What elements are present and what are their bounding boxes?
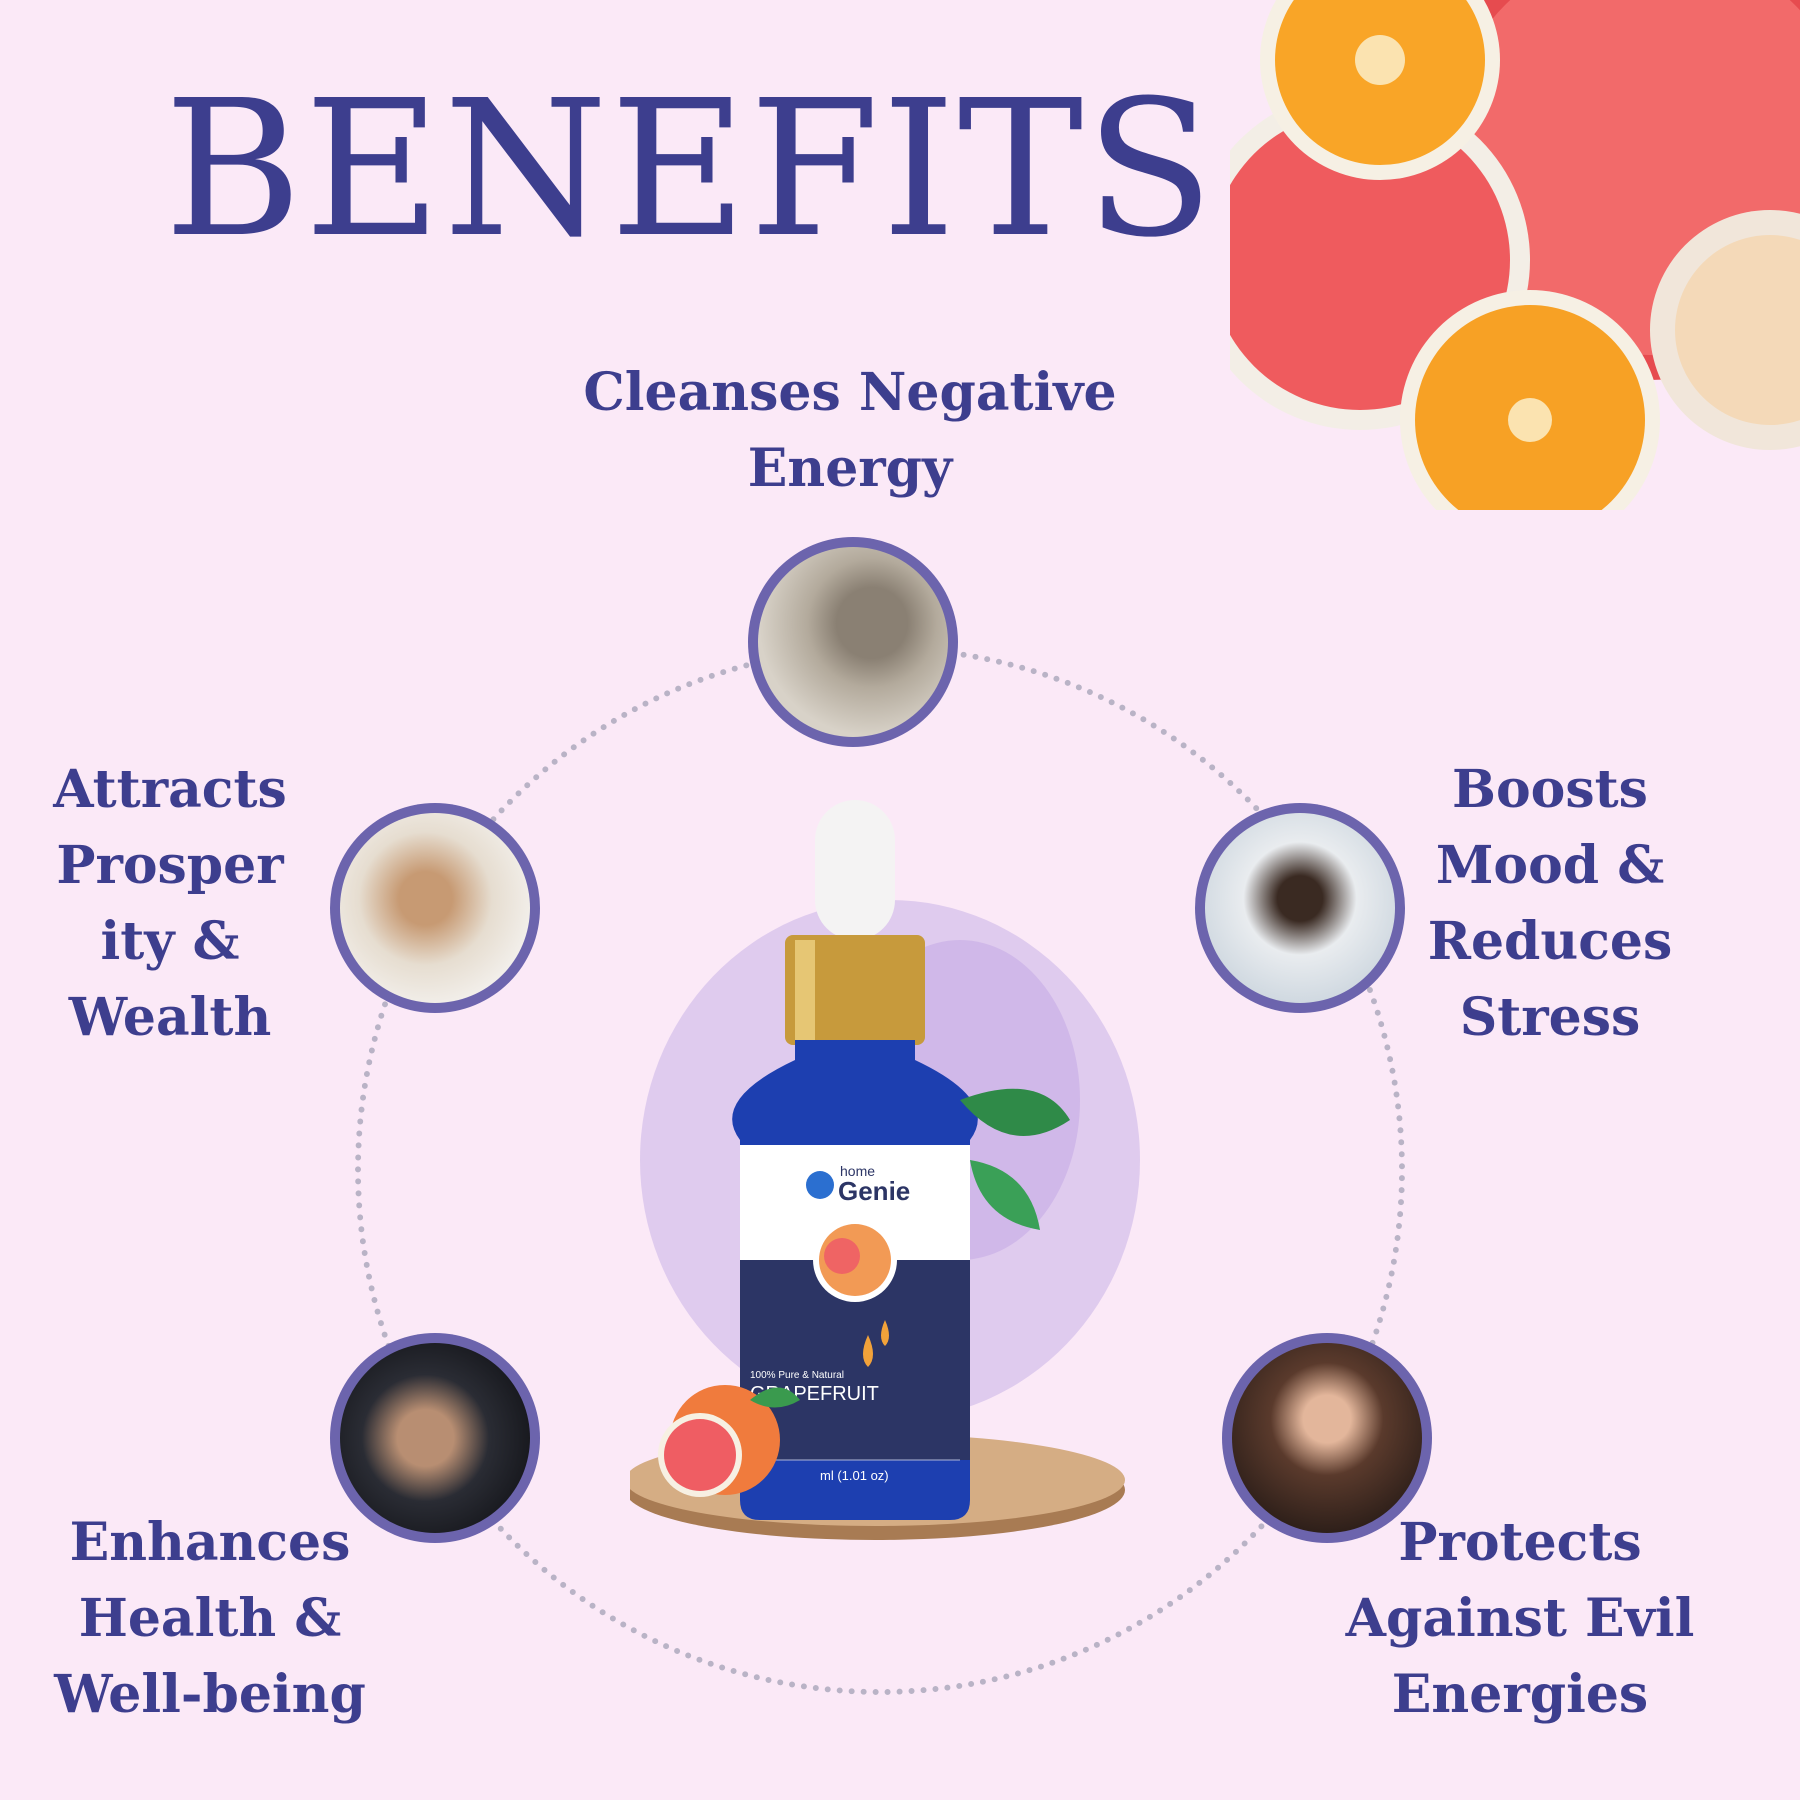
brand-text: Genie <box>838 1176 910 1206</box>
benefit-enhances-health: Enhances Health & Well-being <box>54 1512 366 1725</box>
benefit-cleanses-negative-energy: Cleanses Negative Energy <box>583 362 1117 499</box>
benefit-protects-evil: Protects Against Evil Energies <box>1345 1512 1695 1725</box>
purity-text: 100% Pure & Natural <box>750 1370 844 1381</box>
photo-circle-thumbs-up <box>330 1333 540 1543</box>
relaxed-woman-image <box>340 813 530 1003</box>
grapefruit-oil-bottle-image: home Genie 100% Pure & Natural GRAPEFRUI… <box>630 800 1140 1540</box>
brand-small-text: home <box>840 1163 875 1179</box>
citrus-slices-image <box>1230 0 1800 510</box>
benefit-attracts-prosperity: Attracts Prosper ity & Wealth <box>53 759 287 1048</box>
stressed-person-image <box>758 547 948 737</box>
photo-circle-stressed-man <box>1195 803 1405 1013</box>
page-title: BENEFITS <box>163 60 1217 279</box>
photo-circle-devil-woman <box>1222 1333 1432 1543</box>
thumbs-up-image <box>340 1343 530 1533</box>
photo-circle-stressed-person <box>748 537 958 747</box>
genie-logo-icon <box>806 1171 834 1199</box>
benefit-boosts-mood: Boosts Mood & Reduces Stress <box>1427 759 1673 1048</box>
stressed-man-image <box>1205 813 1395 1003</box>
volume-text: ml (1.01 oz) <box>820 1468 889 1483</box>
devil-horns-woman-image <box>1232 1343 1422 1533</box>
photo-circle-relaxed-woman <box>330 803 540 1013</box>
